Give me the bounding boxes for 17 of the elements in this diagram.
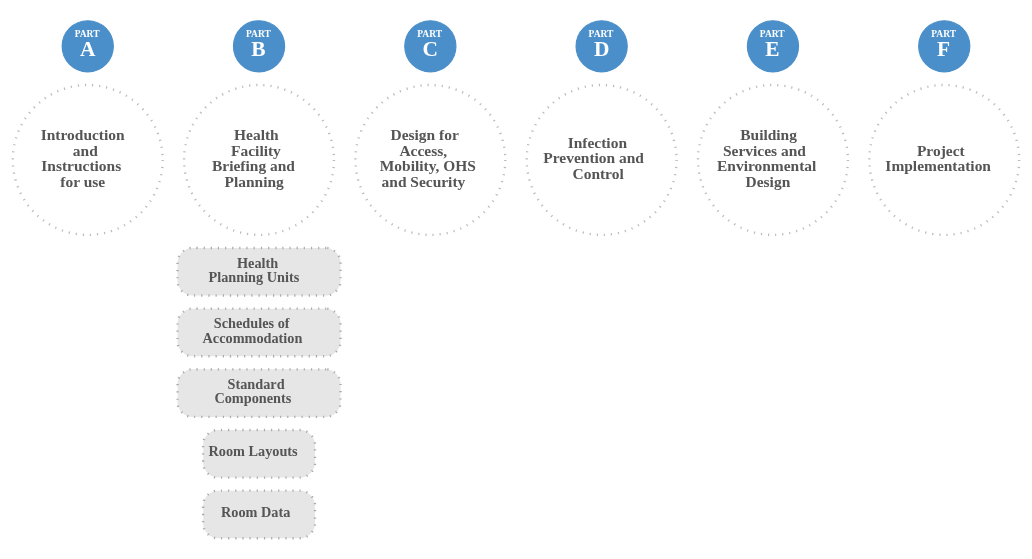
node-box: Schedules of Accommodation — [176, 307, 342, 358]
node-circle: Infection Prevention and Control — [525, 83, 678, 237]
node-circle: PART D — [575, 20, 628, 73]
node-circle: PART E — [746, 20, 800, 73]
node-circle: PART B — [232, 20, 286, 73]
node-circle: Project Implementation — [868, 83, 1021, 237]
node-circle: PART A — [61, 20, 114, 73]
node-circle: Health Facility Briefing and Planning — [182, 83, 336, 237]
node-box: Standard Components — [176, 368, 342, 419]
node-box: Health Planning Units — [176, 246, 342, 297]
node-circle: Building Services and Environmental Design — [696, 83, 850, 237]
node-circle: Introduction and Instructions for use — [11, 83, 164, 237]
node-circle: Design for Access, Mobility, OHS and Security — [354, 83, 507, 237]
node-circle: PART C — [404, 20, 457, 73]
node-box: Room Data — [201, 489, 317, 540]
node-circle: PART F — [918, 20, 971, 73]
node-box: Room Layouts — [201, 428, 317, 479]
